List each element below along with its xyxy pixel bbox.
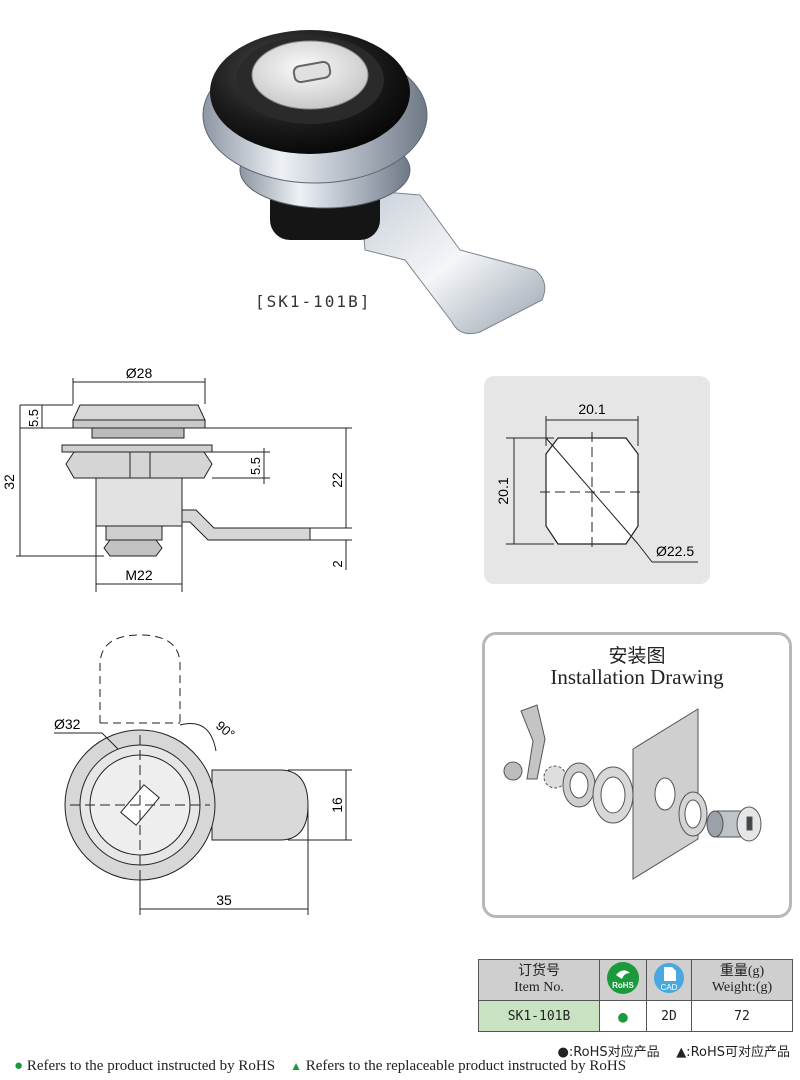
cad-value-cell: 2D (646, 1000, 692, 1032)
dim-total-height: 32 (1, 474, 17, 490)
col-item-cn: 订货号 (518, 964, 560, 979)
rohs-legend: ●:RoHS对应产品 ▲:RoHS可对应产品 (558, 1041, 791, 1060)
front-dim-cam-width: 16 (329, 797, 345, 813)
dim-nut-height: 5.5 (248, 457, 263, 475)
cutout-dim-height: 20.1 (495, 477, 511, 504)
front-view-drawing: Ø32 90° 16 35 (54, 634, 352, 915)
footer-notes: ● Refers to the product instructed by Ro… (14, 1058, 626, 1075)
legend-rohs-compliant: ●:RoHS对应产品 (557, 1045, 660, 1060)
weight-cell: 72 (691, 1000, 793, 1032)
col-item-header: 订货号 Item No. (478, 959, 600, 1001)
rohs-icon: RoHS (607, 961, 639, 994)
cutout-dim-width: 20.1 (578, 401, 605, 417)
col-weight-header: 重量(g) Weight:(g) (691, 959, 793, 1001)
rohs-mark-cell: ● (599, 1000, 647, 1032)
front-dim-diameter: Ø32 (54, 716, 81, 732)
svg-text:CAD: CAD (661, 983, 678, 992)
col-rohs-header: RoHS (599, 959, 647, 1001)
col-weight-en: Weight:(g) (711, 980, 773, 995)
cutout-dim-diameter: Ø22.5 (656, 543, 694, 559)
legend-rohs-replaceable: ▲:RoHS可对应产品 (676, 1045, 790, 1060)
col-item-en: Item No. (514, 980, 564, 995)
footer-replace-note: Refers to the replaceable product instru… (305, 1058, 627, 1074)
front-dim-cam-length: 35 (216, 892, 232, 908)
installation-title-cn: 安装图 (608, 645, 666, 667)
col-weight-cn: 重量(g) (719, 964, 765, 979)
dim-cap-height: 5.5 (26, 409, 41, 427)
col-cad-header: CAD (646, 959, 692, 1001)
svg-text:RoHS: RoHS (612, 981, 634, 990)
dim-body-length: 22 (329, 472, 345, 488)
product-photo (202, 30, 546, 335)
dim-top-width: Ø28 (126, 365, 153, 381)
dim-cam-thickness: 2 (330, 560, 345, 567)
replace-triangle-icon: ▲ (290, 1059, 302, 1073)
installation-title-en: Installation Drawing (550, 665, 724, 689)
spec-table: 订货号 Item No. RoHS CAD 重量(g) Weight:(g) S… (478, 959, 793, 1032)
item-no-cell: SK1-101B (478, 1000, 600, 1032)
installation-panel: 安装图 Installation Drawing (482, 632, 792, 918)
front-dim-angle: 90° (213, 718, 238, 742)
cad-icon: CAD (654, 962, 684, 993)
rohs-dot-icon: ● (14, 1058, 24, 1074)
side-view-drawing: Ø28 5.5 32 5.5 22 M22 2 (1, 365, 352, 592)
product-caption: [SK1-101B] (255, 292, 372, 311)
footer-rohs-note: Refers to the product instructed by RoHS (26, 1058, 276, 1074)
installation-exploded-view (503, 704, 762, 880)
dim-thread: M22 (125, 567, 152, 583)
cutout-drawing: 20.1 20.1 Ø22.5 (495, 401, 698, 563)
